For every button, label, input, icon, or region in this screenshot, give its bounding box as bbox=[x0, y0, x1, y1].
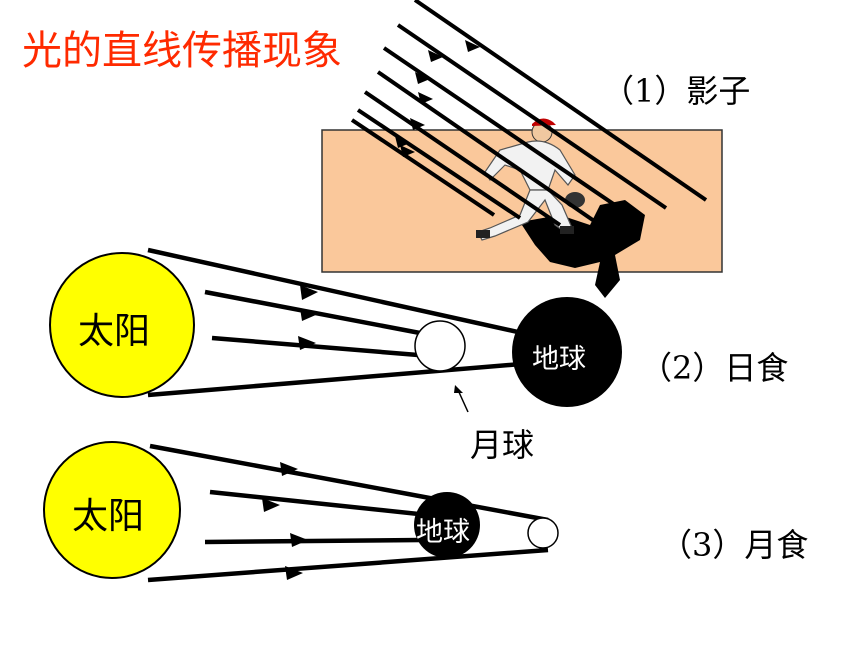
shadow-label: （1）影子 bbox=[602, 72, 751, 110]
sunlight-rays bbox=[350, 0, 708, 227]
sun-disk bbox=[49, 252, 195, 398]
sun-label: 太阳 bbox=[78, 311, 151, 352]
sun-disk-2 bbox=[43, 441, 181, 579]
shadow-panel bbox=[321, 0, 723, 298]
page-title: 光的直线传播现象 bbox=[22, 28, 342, 74]
solar-eclipse-panel bbox=[49, 247, 622, 413]
lunar-eclipse-panel bbox=[43, 441, 559, 583]
earth-disk bbox=[512, 297, 622, 407]
earth-disk-2 bbox=[414, 492, 480, 558]
lunar-eclipse-label: （3）月食 bbox=[660, 526, 809, 564]
player-shadow-icon bbox=[520, 200, 645, 298]
sun-label-2: 太阳 bbox=[72, 496, 145, 537]
moon-disk-2 bbox=[527, 517, 559, 549]
moon-pointer-label: 月球 bbox=[470, 426, 535, 464]
moon-disk bbox=[414, 320, 466, 372]
moon-pointer-line bbox=[457, 389, 469, 413]
ray-arrows bbox=[395, 40, 480, 157]
earth-label-2: 地球 bbox=[416, 517, 470, 548]
solar-eclipse-label: （2）日食 bbox=[640, 349, 789, 387]
earth-label: 地球 bbox=[532, 344, 586, 375]
